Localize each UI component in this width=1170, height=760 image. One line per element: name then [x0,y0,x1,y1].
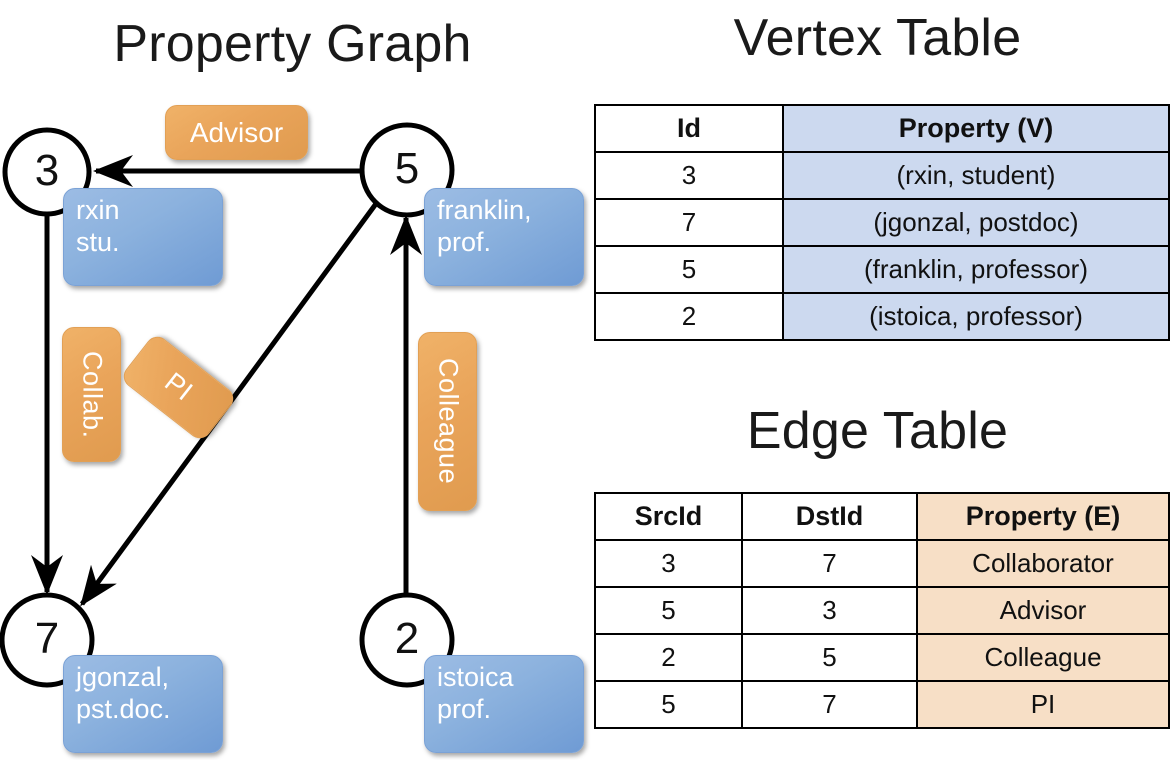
edge-label-colleague: Colleague [418,332,477,511]
edge-cell-src: 3 [594,539,743,588]
node-label-3: 3 [34,146,60,195]
vertex-property-3-line1: rxin [76,195,120,225]
edge-cell-dst: 7 [741,680,918,729]
edge-cell-dst: 7 [741,539,918,588]
vertex-cell-property: (franklin, professor) [782,245,1170,294]
vertex-cell-property: (jgonzal, postdoc) [782,198,1170,247]
vertex-cell-id: 7 [594,198,784,247]
vertex-property-3-line2: stu. [76,226,120,257]
edge-label-colleague-text: Colleague [433,358,464,485]
table-row[interactable]: 5 3 Advisor [594,586,1170,635]
node-label-7: 7 [34,614,60,663]
table-row[interactable]: 3 7 Collaborator [594,539,1170,588]
vertex-table-header-row: Id Property (V) [594,104,1170,153]
vertex-property-5-line1: franklin, [437,195,532,225]
vertex-property-2-line1: istoica [437,662,514,692]
edge-cell-src: 5 [594,586,743,635]
vertex-property-7-line1: jgonzal, [76,662,170,692]
edge-header-property: Property (E) [916,492,1170,541]
table-row[interactable]: 5 (franklin, professor) [594,245,1170,294]
vertex-property-7-line2: pst.doc. [76,693,171,724]
edge-cell-dst: 3 [741,586,918,635]
node-label-5: 5 [394,144,420,193]
vertex-property-chip-5: franklin, prof. [424,188,584,286]
edge-cell-property: Advisor [916,586,1170,635]
vertex-header-property: Property (V) [782,104,1170,153]
page-title-edge-table: Edge Table [746,402,1009,460]
edge-header-srcid: SrcId [594,492,743,541]
page-title-property-graph: Property Graph [113,15,472,73]
vertex-cell-property: (istoica, professor) [782,292,1170,341]
edge-cell-src: 2 [594,633,743,682]
edge-header-dstid: DstId [741,492,918,541]
vertex-property-5-line2: prof. [437,226,492,257]
edge-label-collab-text: Collab. [77,350,108,439]
vertex-table: Id Property (V) 3 (rxin, student) 7 (jgo… [594,104,1170,341]
table-row[interactable]: 2 5 Colleague [594,633,1170,682]
edge-cell-property: Colleague [916,633,1170,682]
vertex-property-chip-3: rxin stu. [63,188,223,286]
page-title-vertex-table: Vertex Table [733,9,1022,67]
vertex-property-2-line2: prof. [437,693,492,724]
vertex-property-chip-7: jgonzal, pst.doc. [63,655,223,753]
vertex-cell-id: 2 [594,292,784,341]
table-row[interactable]: 7 (jgonzal, postdoc) [594,198,1170,247]
vertex-cell-property: (rxin, student) [782,151,1170,200]
vertex-property-chip-2: istoica prof. [424,655,584,753]
edge-label-pi-text: PI [159,366,199,407]
edge-table-header-row: SrcId DstId Property (E) [594,492,1170,541]
table-row[interactable]: 5 7 PI [594,680,1170,729]
node-label-2: 2 [394,614,420,663]
edge-table: SrcId DstId Property (E) 3 7 Collaborato… [594,492,1170,729]
edge-cell-src: 5 [594,680,743,729]
vertex-header-id: Id [594,104,784,153]
table-row[interactable]: 3 (rxin, student) [594,151,1170,200]
vertex-cell-id: 5 [594,245,784,294]
table-row[interactable]: 2 (istoica, professor) [594,292,1170,341]
edge-label-collab: Collab. [62,327,121,462]
edge-cell-property: PI [916,680,1170,729]
edge-cell-dst: 5 [741,633,918,682]
vertex-cell-id: 3 [594,151,784,200]
edge-label-advisor: Advisor [165,105,308,160]
edge-cell-property: Collaborator [916,539,1170,588]
